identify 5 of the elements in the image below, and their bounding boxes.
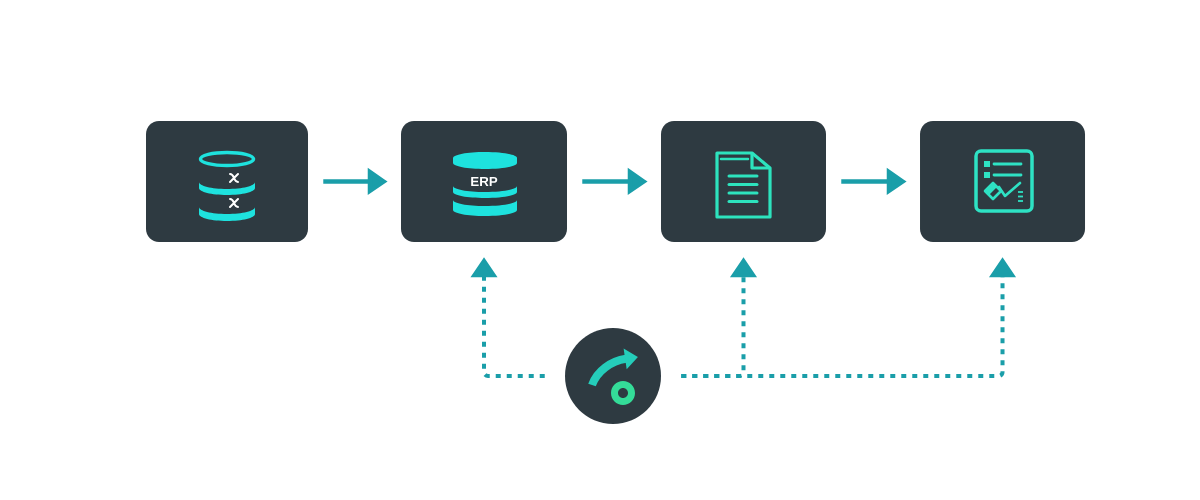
circle-node bbox=[565, 328, 661, 424]
process-box bbox=[920, 121, 1085, 242]
process-box bbox=[661, 121, 826, 242]
process-box: ERP bbox=[401, 121, 567, 242]
process-box bbox=[146, 121, 308, 242]
